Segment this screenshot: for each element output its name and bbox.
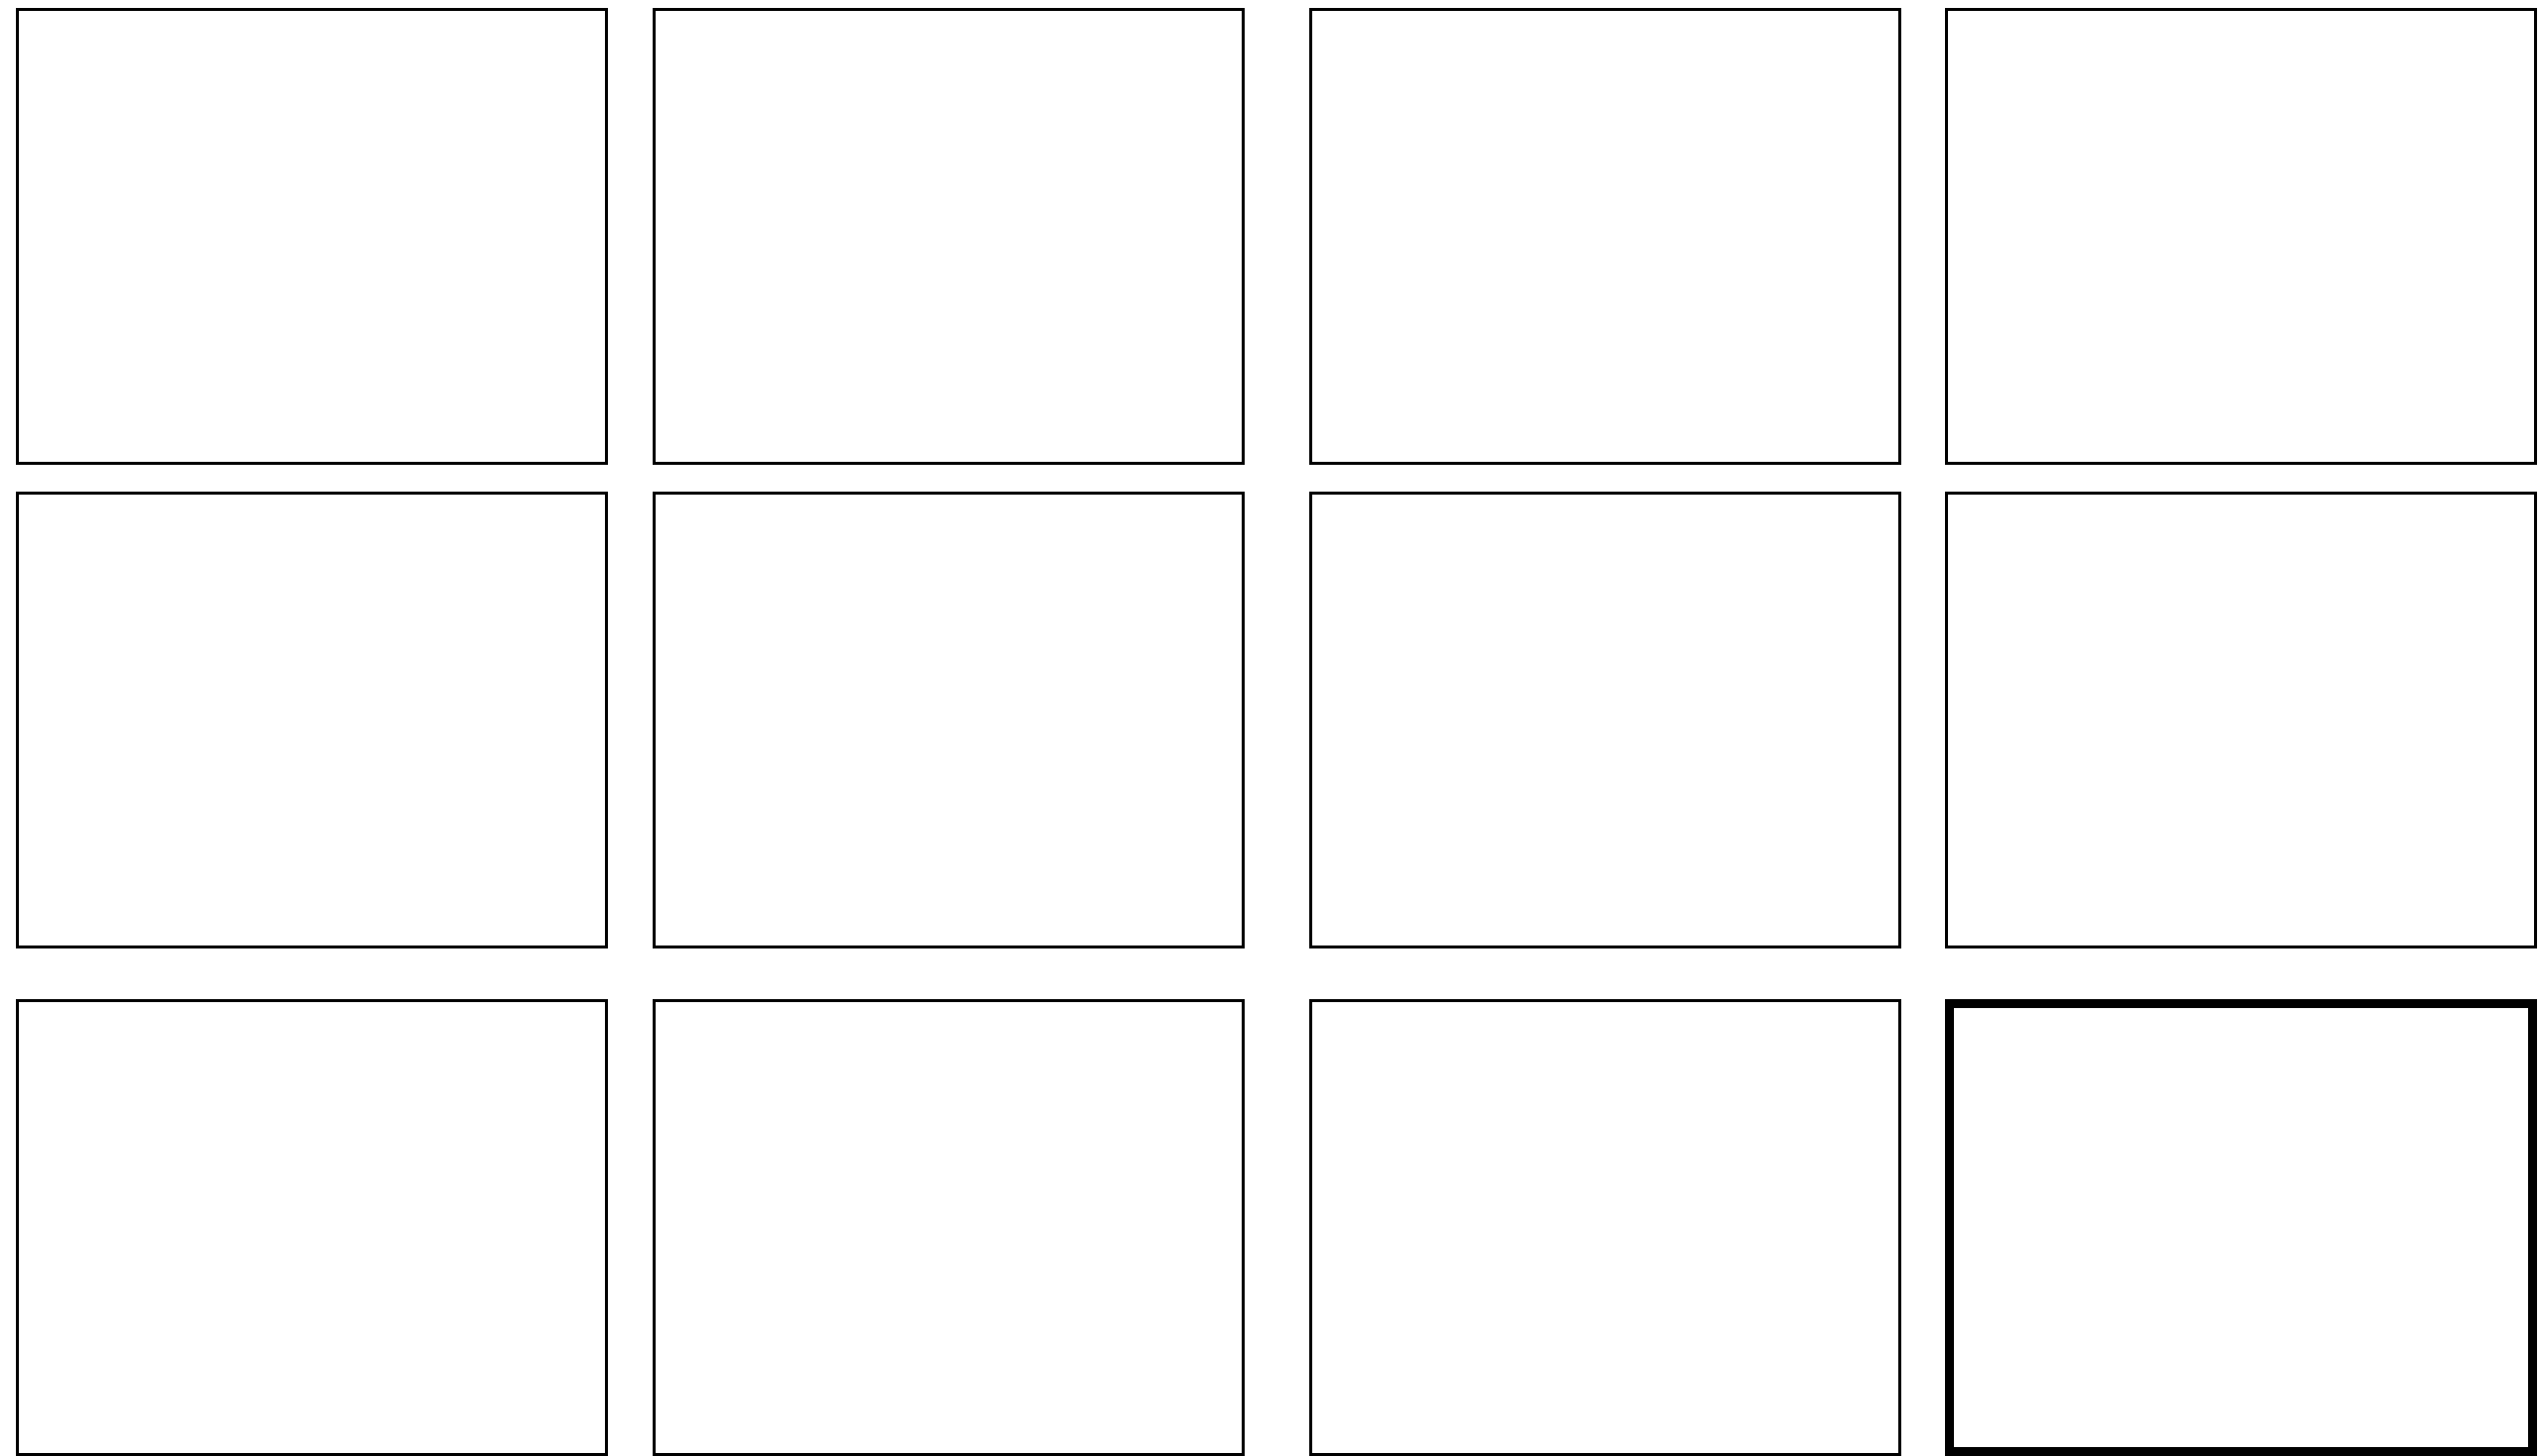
panel-r3-c3	[1311, 1001, 1900, 1455]
panel-r1-c2	[655, 10, 1244, 464]
panel-frame	[655, 1001, 1244, 1455]
panel-frame	[18, 10, 607, 464]
panel-frame	[1311, 10, 1900, 464]
panel-r2-c2	[655, 494, 1244, 947]
panel-frame	[18, 1001, 607, 1455]
panel-frame	[1311, 494, 1900, 947]
panel-r2-c1	[18, 494, 607, 947]
panel-r1-c3	[1311, 10, 1900, 464]
panel-r1-c1	[18, 10, 607, 464]
panel-frame	[1950, 1004, 2533, 1452]
panel-r1-c4	[1947, 10, 2536, 464]
panel-frame	[1311, 1001, 1900, 1455]
panel-frame	[1947, 10, 2536, 464]
panel-r2-c3	[1311, 494, 1900, 947]
panel-frame	[655, 494, 1244, 947]
panel-r3-c1	[18, 1001, 607, 1455]
panel-frame	[18, 494, 607, 947]
panel-r3-c4	[1950, 1004, 2533, 1452]
panel-frame	[1947, 494, 2536, 947]
panel-r3-c2	[655, 1001, 1244, 1455]
panel-frame	[655, 10, 1244, 464]
panel-r2-c4	[1947, 494, 2536, 947]
